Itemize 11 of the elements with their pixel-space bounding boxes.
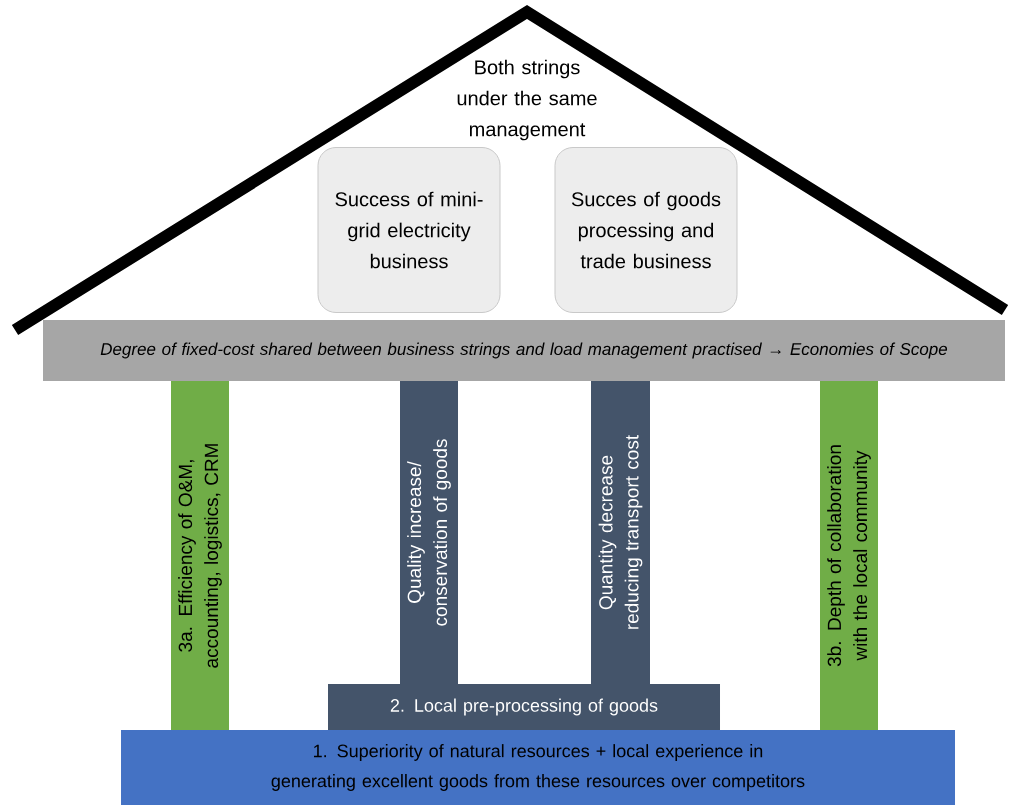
pillar: Quantity decrease reducing transport cost <box>591 381 650 684</box>
base-block: 2. Local pre-processing of goods <box>328 684 720 730</box>
node-label: Quantity decrease reducing transport cost <box>598 434 643 629</box>
node-label: Quality increase/ conservation of goods <box>407 439 451 626</box>
pillar: 3a. Efficiency of O&M, accounting, logistics, CRM <box>171 381 229 730</box>
beam-bar: Degree of fixed-cost shared between business strings and load management practised → Economies of Scope <box>43 320 1005 381</box>
rounded-box: Success of mini-grid electricity business <box>317 147 501 313</box>
pillar: Quality increase/ conservation of goods <box>400 381 458 684</box>
pillar: 3b. Depth of collaboration with the local community <box>820 381 878 730</box>
rounded-box: Succes of goods processing and trade business <box>554 147 738 313</box>
foundation-block: 1. Superiority of natural resources + local experience in generating excellent goods from these resources over competitors <box>121 730 955 805</box>
